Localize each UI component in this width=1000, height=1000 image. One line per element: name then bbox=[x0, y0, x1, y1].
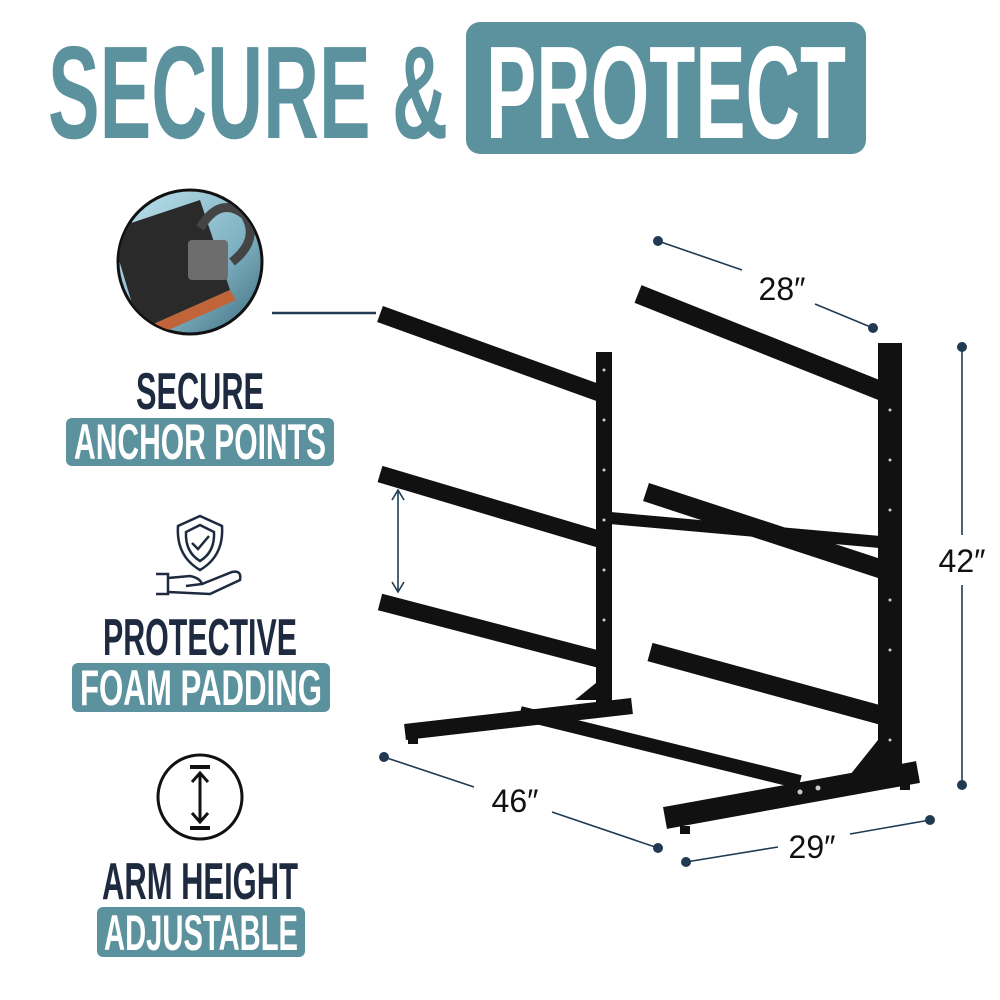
dimension-depth-bottom: 29″ bbox=[681, 815, 935, 867]
title-highlight: PROTECT bbox=[486, 19, 846, 166]
dimension-length-label: 46″ bbox=[492, 783, 539, 819]
feature-1-label-box bbox=[66, 418, 334, 466]
feature-2-label-box bbox=[72, 663, 330, 712]
feature-2-line2: FOAM PADDING bbox=[80, 660, 322, 716]
dimension-depth-top: 28″ bbox=[653, 236, 878, 333]
feature-3-line1: ARM HEIGHT bbox=[102, 853, 298, 911]
feature-2-line1: PROTECTIVE bbox=[103, 609, 297, 667]
dimension-height: 42″ bbox=[939, 342, 986, 790]
rack-illustration bbox=[377, 285, 920, 834]
dimension-depth-top-label: 28″ bbox=[759, 271, 806, 307]
shield-hand-icon bbox=[156, 514, 242, 596]
anchor-point-photo bbox=[116, 188, 264, 336]
feature-1-line1: SECURE bbox=[136, 363, 264, 421]
vertical-arrow-circle-icon bbox=[156, 753, 244, 841]
arm-spacing-arrow bbox=[391, 488, 405, 594]
title-plain: SECURE & bbox=[48, 19, 448, 166]
feature-3-line2: ADJUSTABLE bbox=[104, 905, 298, 961]
feature-1-line2: ANCHOR POINTS bbox=[74, 414, 326, 470]
feature-3-label-box bbox=[97, 907, 305, 957]
dimension-depth-bottom-label: 29″ bbox=[789, 829, 836, 865]
title-highlight-box bbox=[466, 22, 866, 154]
dimension-height-label: 42″ bbox=[939, 543, 986, 579]
dimension-length: 46″ bbox=[379, 752, 663, 853]
